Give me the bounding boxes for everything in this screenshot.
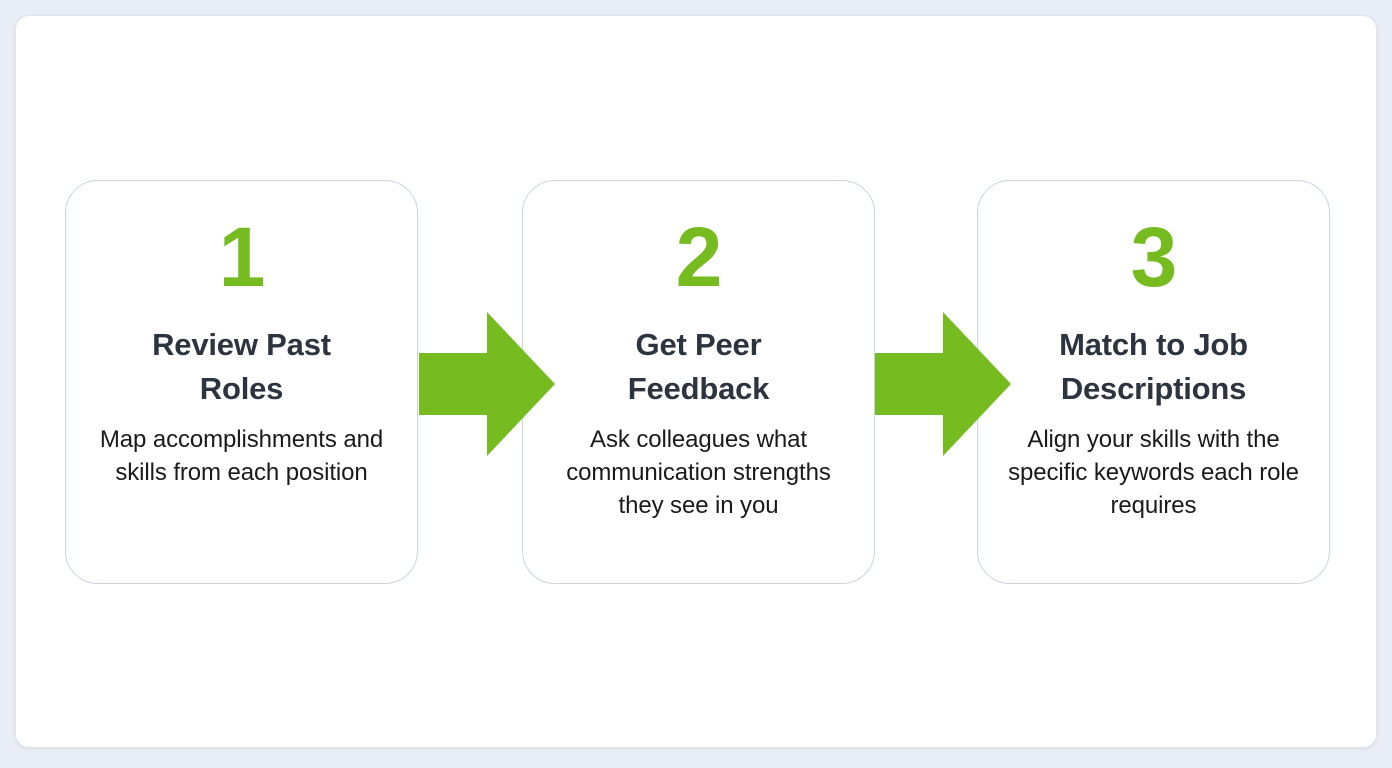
step-title-1: Review Past Roles (80, 323, 403, 411)
step-title-1-line-1: Review Past (152, 327, 331, 362)
step-title-3-line-2: Descriptions (1060, 371, 1247, 406)
step-title-2-line-1: Get Peer (635, 327, 762, 362)
step-card-2-content: 2 Get Peer Feedback Ask colleagues what … (537, 215, 860, 522)
arrow-right-icon-2 (873, 310, 1013, 458)
step-title-3: Match to Job Descriptions (992, 323, 1315, 411)
step-card-1-content: 1 Review Past Roles Map accomplishments … (80, 215, 403, 489)
step-title-1-line-2: Roles (199, 371, 284, 406)
step-description-2: Ask colleagues what communication streng… (566, 426, 831, 519)
step-title-2: Get Peer Feedback (537, 323, 860, 411)
step-card-1[interactable]: 1 Review Past Roles Map accomplishments … (65, 180, 418, 584)
step-card-2[interactable]: 2 Get Peer Feedback Ask colleagues what … (522, 180, 875, 584)
step-description-1: Map accomplishments and skills from each… (99, 426, 384, 486)
step-card-3[interactable]: 3 Match to Job Descriptions Align your s… (977, 180, 1330, 584)
step-description-3: Align your skills with the specific keyw… (1008, 426, 1299, 519)
step-number-3: 3 (1130, 210, 1178, 304)
step-title-2-line-2: Feedback (627, 371, 770, 406)
step-number-1: 1 (218, 210, 266, 304)
step-card-3-content: 3 Match to Job Descriptions Align your s… (992, 215, 1315, 522)
step-title-3-line-1: Match to Job (1059, 327, 1248, 362)
step-number-2: 2 (675, 210, 723, 304)
arrow-right-icon-1 (417, 310, 557, 458)
